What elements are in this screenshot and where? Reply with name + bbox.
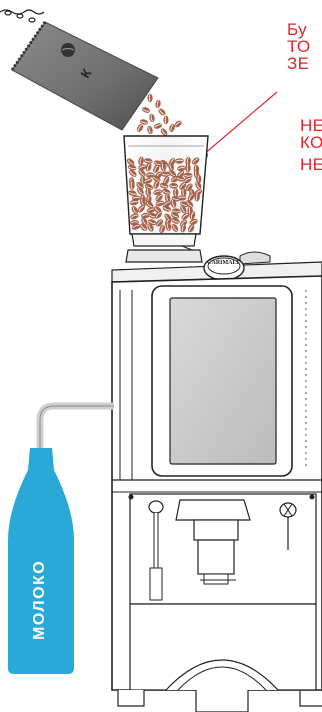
coffee-bean	[173, 188, 178, 197]
coffee-bean	[155, 99, 162, 108]
bean-string	[0, 10, 44, 22]
coffee-bean	[147, 94, 152, 103]
coffee-bean	[157, 107, 167, 117]
warning-line-5: КО	[300, 133, 322, 152]
warning-pointer	[198, 92, 277, 160]
warning-line-3: ЗЕ	[287, 54, 309, 73]
coffee-bean	[163, 116, 168, 125]
coffee-machine	[112, 276, 322, 712]
brand-badge: CARIMALI	[206, 260, 240, 266]
coffee-bean	[136, 123, 145, 133]
coffee-bean	[146, 125, 153, 135]
coffee-bean	[141, 106, 151, 114]
warning-line-6: НЕ	[300, 155, 322, 174]
coffee-bean	[149, 113, 156, 122]
milk-bottle-label: МОЛОКО	[31, 560, 49, 640]
